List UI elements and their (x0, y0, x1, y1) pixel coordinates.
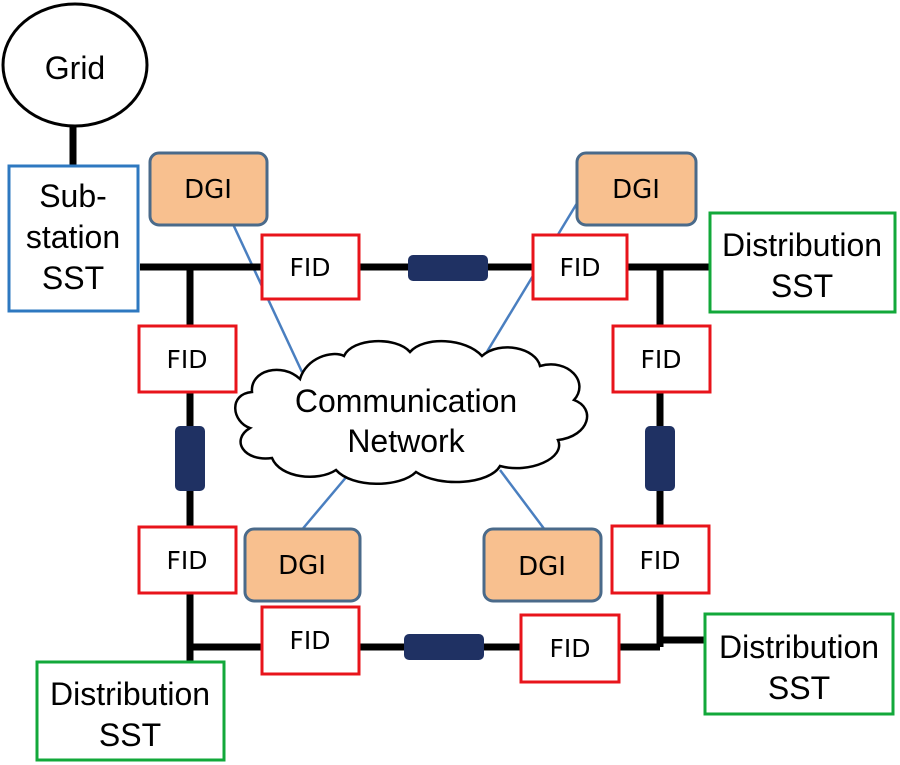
link-right (645, 426, 675, 491)
fid-left-upper: FID (137, 324, 238, 394)
fid-box (137, 324, 238, 394)
fid-box (519, 613, 621, 684)
grid-circle (1, 2, 149, 128)
fid-bottom-left: FID (260, 605, 361, 676)
fid-box (531, 233, 629, 301)
substation-box (7, 164, 140, 313)
link-top (408, 255, 488, 281)
dgi-box (243, 527, 362, 603)
distribution-line-1: Distribution (50, 676, 210, 712)
distribution-sst-top-right: Distribution SST (708, 211, 897, 314)
dgi-top-left: DGI (148, 151, 269, 227)
dgi-top-right: DGI (575, 151, 698, 227)
distribution-line-2: SST (99, 717, 161, 753)
dgi-label: DGI (184, 175, 232, 205)
distribution-line-1: Distribution (719, 629, 879, 665)
fid-box (611, 324, 712, 394)
fid-label: FID (559, 253, 600, 282)
fid-label: FID (289, 253, 330, 282)
fid-label: FID (289, 626, 330, 655)
dgi-label: DGI (278, 551, 326, 581)
grid-label: Grid (45, 50, 105, 86)
dgi-box (482, 527, 603, 603)
fid-right-upper: FID (611, 324, 712, 394)
distribution-box (703, 612, 895, 716)
fid-label: FID (549, 634, 590, 663)
fid-box (260, 233, 361, 301)
cloud-shape (234, 340, 589, 485)
fid-top-left: FID (260, 233, 361, 301)
substation-line-3: SST (42, 260, 104, 296)
fid-label: FID (166, 345, 207, 374)
fid-bottom-right: FID (519, 613, 621, 684)
fid-box (260, 605, 361, 676)
fid-left-lower: FID (137, 525, 238, 595)
comm-line-bottom-left (299, 474, 349, 533)
distribution-sst-bottom-right: Distribution SST (703, 612, 895, 716)
distribution-box (35, 660, 226, 762)
dgi-box (148, 151, 269, 227)
fid-label: FID (166, 546, 207, 575)
distribution-line-1: Distribution (722, 227, 882, 263)
grid-node: Grid (1, 2, 149, 128)
communication-network: Communication Network (234, 340, 589, 485)
dgi-bottom-left: DGI (243, 527, 362, 603)
link-left (175, 426, 205, 491)
comm-line-bottom-right (499, 469, 546, 531)
fid-label: FID (640, 345, 681, 374)
distribution-box (708, 211, 897, 314)
substation-line-2: station (26, 219, 120, 255)
fid-box (610, 524, 711, 595)
substation-sst: Sub- station SST (7, 164, 140, 313)
fid-label: FID (639, 546, 680, 575)
transmission-links (175, 255, 675, 660)
dgi-bottom-right: DGI (482, 527, 603, 603)
distribution-line-2: SST (771, 268, 833, 304)
substation-line-1: Sub- (39, 178, 107, 214)
distribution-sst-bottom-left: Distribution SST (35, 660, 226, 762)
network-line-1: Communication (295, 383, 517, 419)
fid-box (137, 525, 238, 595)
link-bottom (404, 634, 484, 660)
fid-right-lower: FID (610, 524, 711, 595)
fid-top-right: FID (531, 233, 629, 301)
dgi-box (575, 151, 698, 227)
dgi-label: DGI (518, 552, 566, 582)
dgi-label: DGI (612, 175, 660, 205)
network-line-2: Network (347, 423, 465, 459)
distribution-line-2: SST (768, 670, 830, 706)
